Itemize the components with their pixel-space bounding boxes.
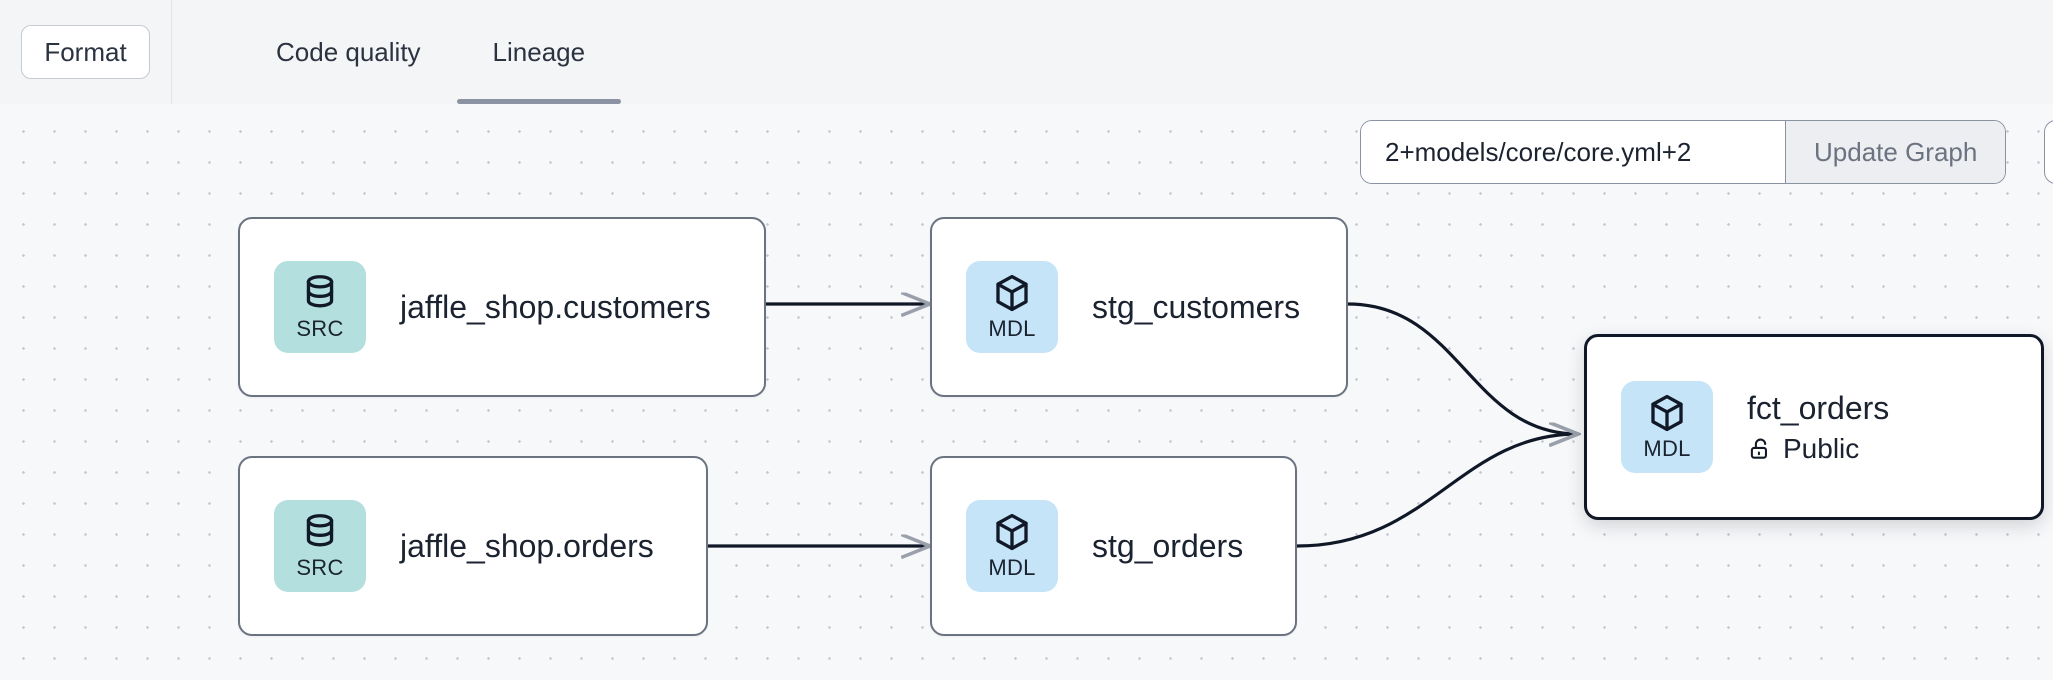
tab-code-quality-label: Code quality xyxy=(276,36,421,67)
node-text-group: fct_orders Public xyxy=(1747,390,1889,465)
graph-selector-control: Update Graph xyxy=(1360,120,2007,184)
lineage-node-src-customers[interactable]: SRC jaffle_shop.customers xyxy=(238,217,766,397)
badge-mdl: MDL xyxy=(1621,381,1713,473)
node-access-badge: Public xyxy=(1747,433,1889,465)
node-title: jaffle_shop.orders xyxy=(400,527,654,564)
database-icon xyxy=(306,514,334,547)
tab-lineage[interactable]: Lineage xyxy=(456,0,622,104)
badge-src-label: SRC xyxy=(296,555,344,580)
badge-mdl: MDL xyxy=(966,500,1058,592)
node-text-group: jaffle_shop.customers xyxy=(400,289,711,326)
node-title: stg_customers xyxy=(1092,288,1301,325)
database-icon xyxy=(306,275,334,308)
tab-lineage-label: Lineage xyxy=(492,36,586,67)
update-graph-button[interactable]: Update Graph xyxy=(1785,121,2006,183)
cube-icon xyxy=(996,513,1028,551)
node-access-label: Public xyxy=(1783,432,1860,464)
lineage-node-fct-orders[interactable]: MDL fct_orders Public xyxy=(1584,334,2044,520)
side-panel-peek[interactable] xyxy=(2044,120,2053,184)
cube-icon xyxy=(1651,394,1683,432)
node-title: fct_orders xyxy=(1747,389,1890,426)
node-text-group: stg_orders xyxy=(1092,528,1243,565)
edge-stg-customers-to-fct-orders xyxy=(1347,302,1578,434)
lineage-node-src-orders[interactable]: SRC jaffle_shop.orders xyxy=(238,456,708,636)
toolbar-left-group: Format xyxy=(0,0,172,104)
lineage-edges xyxy=(708,104,2053,680)
badge-src-label: SRC xyxy=(296,316,344,341)
node-title: jaffle_shop.customers xyxy=(400,288,711,325)
graph-selector-input[interactable] xyxy=(1361,121,1785,183)
editor-toolbar: Format Code quality Lineage xyxy=(0,0,2053,104)
badge-mdl: MDL xyxy=(966,261,1058,353)
node-text-group: stg_customers xyxy=(1092,289,1300,326)
badge-mdl-label: MDL xyxy=(988,316,1036,341)
badge-src: SRC xyxy=(274,261,366,353)
badge-mdl-label: MDL xyxy=(1643,436,1691,461)
tab-bar: Code quality Lineage xyxy=(172,0,621,104)
cube-icon xyxy=(996,274,1028,312)
badge-mdl-label: MDL xyxy=(988,555,1036,580)
format-button[interactable]: Format xyxy=(21,25,150,79)
edge-stg-orders-to-fct-orders xyxy=(1296,434,1578,548)
badge-src: SRC xyxy=(274,500,366,592)
tab-code-quality[interactable]: Code quality xyxy=(240,0,457,104)
node-title: stg_orders xyxy=(1092,527,1244,564)
node-text-group: jaffle_shop.orders xyxy=(400,528,654,565)
lineage-node-stg-orders[interactable]: MDL stg_orders xyxy=(930,456,1297,636)
lineage-node-stg-customers[interactable]: MDL stg_customers xyxy=(930,217,1348,397)
unlock-icon xyxy=(1750,438,1767,459)
lineage-canvas[interactable]: SRC jaffle_shop.customers MDL stg_custom… xyxy=(0,104,2053,680)
